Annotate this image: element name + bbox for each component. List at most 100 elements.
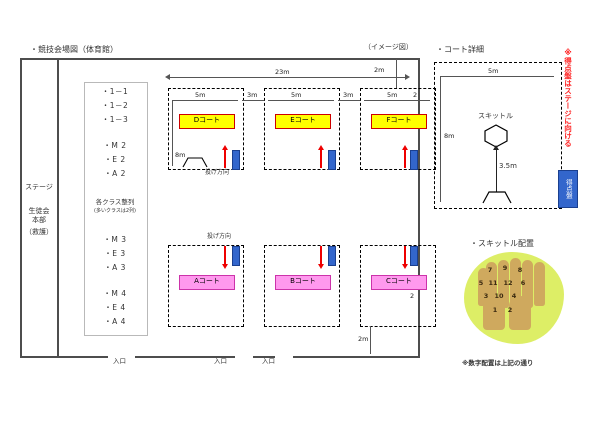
skittle-number-9: 9	[502, 264, 508, 272]
court-detail-boundary	[434, 62, 562, 209]
scoreboard-e	[328, 150, 336, 170]
skittle-label: スキットル	[478, 112, 513, 120]
dim-2m-top-label: 2m	[373, 66, 386, 74]
class-item-m3: ・M 3	[103, 235, 127, 244]
throw-arrow-b-head	[317, 264, 324, 269]
skittle-pin	[486, 262, 497, 306]
skittle-number-4: 4	[511, 292, 517, 300]
dim-2m-bottom-label: 2m	[357, 335, 370, 343]
dim-e-width-line	[268, 100, 334, 101]
dim-gap1-line	[242, 100, 264, 101]
court-d-label[interactable]: Dコート	[179, 114, 235, 129]
class-item-e3: ・E 3	[104, 249, 126, 258]
class-item-a3: ・A 3	[104, 263, 126, 272]
court-a-boundary[interactable]	[168, 245, 244, 327]
dim-d-width-line	[172, 100, 238, 101]
venue-title: ・競技会場図（体育館）	[30, 45, 118, 54]
scoreboard-direction-note: ※得点盤はステージに向ける	[563, 48, 573, 147]
throw-arrow-a-head	[221, 264, 228, 269]
skittle-number-2: 2	[507, 306, 513, 314]
class-item-e4: ・E 4	[104, 303, 126, 312]
dim-23m-arrow-left	[165, 74, 170, 80]
gym-wall-bottom-seg3	[253, 356, 275, 358]
court-c-boundary[interactable]	[360, 245, 436, 327]
skittle-body	[483, 296, 505, 330]
dim-f-width-line	[364, 100, 430, 101]
court-c-label[interactable]: Cコート	[371, 275, 427, 290]
throw-base-icon	[482, 191, 512, 204]
gym-wall-right	[418, 58, 420, 358]
skittle-number-12: 12	[503, 279, 513, 287]
gym-wall-top	[20, 58, 420, 60]
throw-arrow-e-head	[317, 145, 324, 150]
detail-dim-8m-label: 8m	[443, 132, 456, 140]
class-lineup-note: 各クラス整列	[95, 198, 135, 206]
class-list-box	[84, 82, 148, 336]
dim-23m-label: 23m	[274, 68, 291, 76]
gym-wall-bottom-seg2	[135, 356, 235, 358]
skittle-pin	[510, 258, 521, 308]
skittle-layout-title: ・スキットル配置	[470, 239, 534, 248]
stage-divider-right	[57, 58, 59, 356]
dim-23m-line	[168, 77, 408, 78]
dim-gap1-label: 3m	[246, 91, 259, 99]
court-f-boundary[interactable]	[360, 88, 436, 170]
dim-gap2-label: 3m	[342, 91, 355, 99]
dim-e-width-label: 5m	[290, 91, 303, 99]
court-a-label[interactable]: Aコート	[179, 275, 235, 290]
skittle-pin	[534, 262, 545, 306]
scoreboard-c	[410, 246, 418, 266]
class-item-m4: ・M 4	[103, 289, 127, 298]
throw-arrow-d-head	[221, 145, 228, 150]
throw-arrow-a-line	[224, 246, 226, 264]
detail-dim-5m-line	[440, 76, 554, 77]
court-detail-title: ・コート詳細	[436, 45, 484, 54]
court-d-boundary[interactable]	[168, 88, 244, 170]
detail-dim-3_5m-label: 3.5m	[499, 162, 517, 170]
scoreboard-b	[328, 246, 336, 266]
skittle-pin	[498, 260, 509, 308]
skittle-pin	[522, 260, 533, 308]
entrance-label-3: 入口	[262, 357, 275, 365]
skittle-base-d-icon	[182, 157, 208, 168]
gym-wall-bottom-seg4	[293, 356, 420, 358]
skittle-number-6: 6	[520, 279, 526, 287]
throw-direction-bottom-label: 投げ方向	[207, 233, 232, 240]
scoreboard-detail-box: 得点盤	[558, 170, 578, 208]
skittle-layout-note: ※数字配置は上記の通り	[462, 359, 534, 367]
dim-right-margin-bottom-label: 2	[409, 292, 416, 300]
throw-arrow-c-head	[401, 264, 408, 269]
entrance-label-1: 入口	[113, 357, 126, 365]
court-b-label[interactable]: Bコート	[275, 275, 331, 290]
skittle-number-7: 7	[487, 266, 493, 274]
class-item-a2: ・A 2	[104, 169, 126, 178]
skittle-body	[509, 296, 531, 330]
detail-dim-5m-label: 5m	[487, 67, 500, 75]
throw-arrow-e-line	[320, 150, 322, 168]
skittle-number-8: 8	[517, 266, 523, 274]
dim-23m-arrow-right	[405, 74, 410, 80]
student-council-line2: 本部	[32, 216, 46, 224]
stage-label: ステージ	[25, 183, 53, 191]
class-lineup-subnote: (多いクラスは2列)	[94, 208, 136, 214]
skittle-pin	[478, 268, 489, 306]
throw-arrow-d-line	[224, 150, 226, 168]
detail-dim-3_5m-arrow-up	[493, 145, 499, 150]
dim-8m-label: 8m	[174, 151, 187, 159]
class-item-1-2: ・1－2	[101, 101, 129, 110]
class-item-e2: ・E 2	[104, 155, 126, 164]
court-e-label[interactable]: Eコート	[275, 114, 331, 129]
throw-arrow-f-line	[404, 150, 406, 168]
dim-f-width-label: 5m	[386, 91, 399, 99]
first-aid-label: （救護）	[25, 228, 53, 236]
dim-8m-line	[172, 100, 173, 166]
stage-divider-left	[20, 58, 22, 356]
entrance-label-2: 入口	[214, 357, 227, 365]
court-f-label[interactable]: Fコート	[371, 114, 427, 129]
dim-gap2-line	[338, 100, 360, 101]
court-e-boundary[interactable]	[264, 88, 340, 170]
court-b-boundary[interactable]	[264, 245, 340, 327]
throw-direction-top-label: 投げ方向	[205, 169, 230, 176]
throw-arrow-b-line	[320, 246, 322, 264]
